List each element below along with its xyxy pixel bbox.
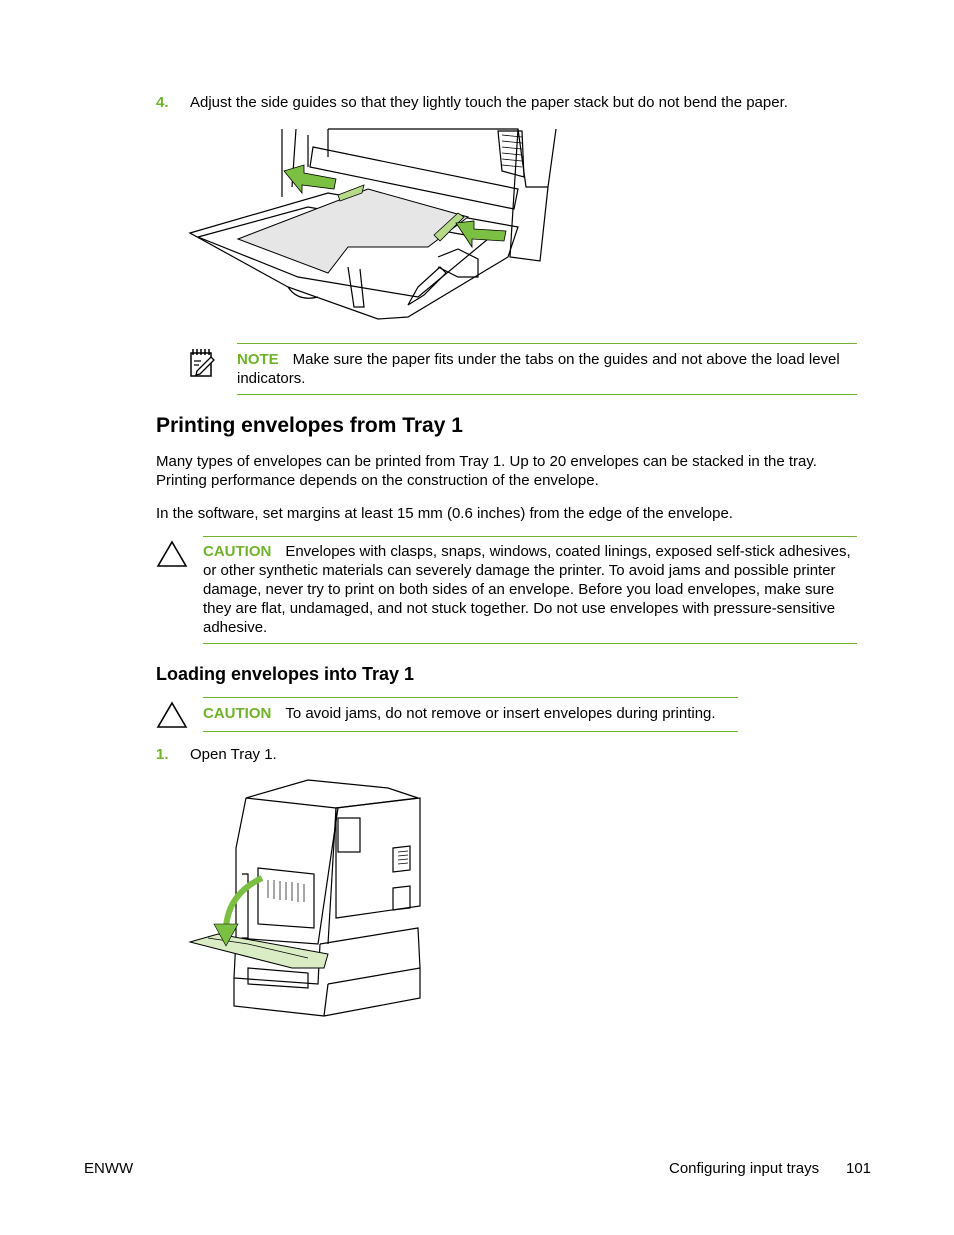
step-text: Open Tray 1.: [190, 746, 277, 763]
page-number: 101: [846, 1160, 872, 1177]
caution2-text: To avoid jams, do not remove or insert e…: [285, 705, 716, 722]
note-pad-icon: [190, 349, 215, 377]
caution1-top-rule: [203, 536, 857, 537]
section-heading: Printing envelopes from Tray 1: [156, 414, 463, 437]
caution1-label: CAUTION: [203, 543, 272, 560]
subsection-heading: Loading envelopes into Tray 1: [156, 664, 415, 684]
footer-left: ENWW: [84, 1160, 134, 1177]
note-top-rule: [237, 343, 857, 344]
open-tray-illustration: [188, 779, 421, 1017]
caution2-top-rule: [203, 697, 738, 698]
step-text: Adjust the side guides so that they ligh…: [190, 94, 788, 111]
section-paragraph-1: Many types of envelopes can be printed f…: [156, 453, 817, 489]
footer-section: Configuring input trays: [669, 1160, 820, 1177]
step-number: 1.: [156, 746, 169, 763]
caution-triangle-icon: [156, 701, 188, 728]
note-label: NOTE: [237, 351, 279, 368]
caution2-label: CAUTION: [203, 705, 272, 722]
note-bottom-rule: [237, 394, 857, 395]
side-guides-illustration: [188, 128, 557, 320]
caution2-body: CAUTION To avoid jams, do not remove or i…: [203, 704, 763, 723]
caution-triangle-icon: [156, 540, 188, 567]
caution2-bottom-rule: [203, 731, 738, 732]
caution1-bottom-rule: [203, 643, 857, 644]
note-text: Make sure the paper fits under the tabs …: [237, 351, 840, 387]
caution1-text: Envelopes with clasps, snaps, windows, c…: [203, 543, 851, 636]
section-paragraph-2: In the software, set margins at least 15…: [156, 505, 733, 522]
step-number: 4.: [156, 94, 169, 111]
